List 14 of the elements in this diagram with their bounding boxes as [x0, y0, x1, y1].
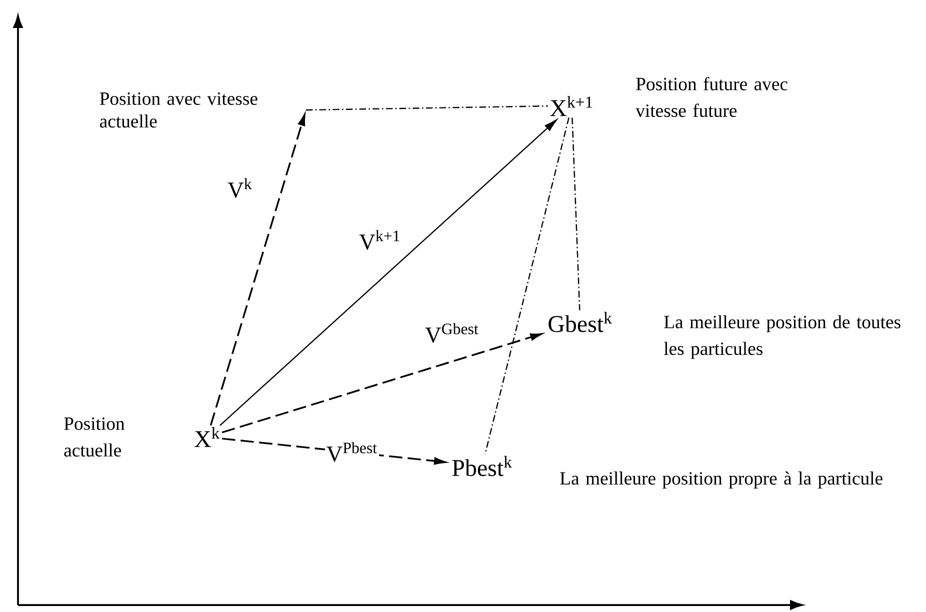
point-label: Position avec vitesse actuelle	[100, 92, 258, 128]
connector-line	[306, 105, 548, 111]
annotation: Position actuelle	[64, 417, 125, 457]
point-label: Gbest$^{k}$	[548, 312, 612, 332]
annotation: La meilleure position propre à la particule	[560, 472, 882, 488]
point-label: X$^{k}$	[194, 427, 220, 448]
connector-line	[572, 118, 580, 310]
annotation: Position future avec vitesse future	[636, 77, 788, 117]
annotation: La meilleure position de toutes les particules	[664, 315, 900, 359]
edge-label: V$^{k+1}$	[358, 228, 402, 252]
point-label: X$^{k+1}$	[550, 96, 592, 116]
edge-label: V$^{Pbest}$	[324, 440, 380, 464]
connector-line	[484, 117, 570, 454]
point-label: Pbest$^{k}$	[452, 456, 512, 476]
